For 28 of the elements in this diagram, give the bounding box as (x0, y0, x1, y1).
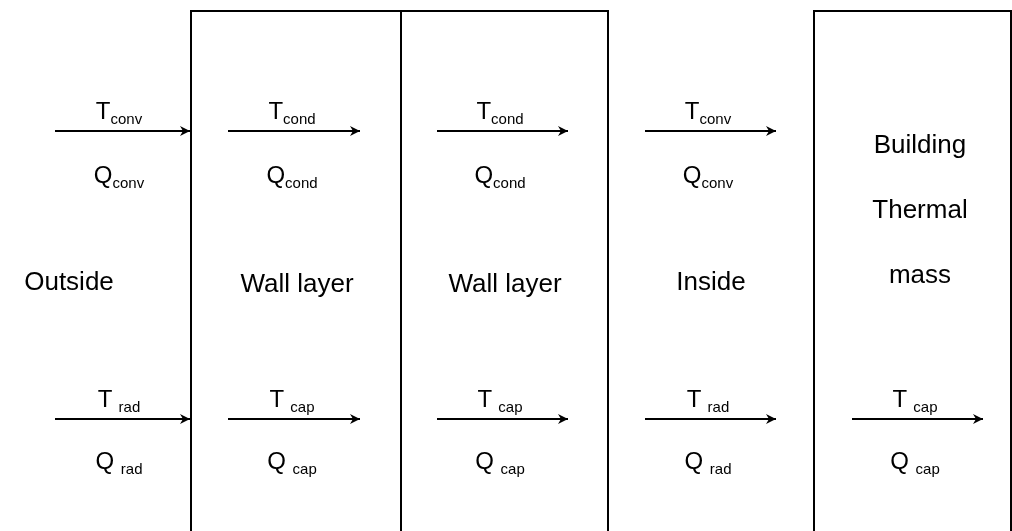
region-label: Wall layer (240, 267, 354, 299)
flow-variable-label: Q $_{cap}$ (475, 446, 525, 478)
layer-box (813, 10, 1012, 531)
flow-variable-label: T $_{cap}$ (477, 384, 523, 416)
region-label: Outside (24, 265, 114, 297)
flow-variable-label: Q$_{conv}$ (682, 160, 734, 192)
layer-box (400, 10, 609, 531)
layer-box (190, 10, 402, 531)
arrow (54, 126, 191, 136)
flow-variable-label: Q $_{cap}$ (267, 446, 317, 478)
flow-variable-label: T$_{conv}$ (95, 96, 143, 128)
region-label: Inside (676, 265, 746, 297)
region-label: Wall layer (448, 267, 562, 299)
flow-variable-label: Q$_{conv}$ (93, 160, 145, 192)
flow-variable-label: T $_{rad}$ (97, 384, 141, 416)
flow-variable-label: Q$_{cond}$ (474, 160, 526, 192)
flow-variable-label: T$_{cond}$ (268, 96, 316, 128)
flow-variable-label: Q$_{cond}$ (266, 160, 318, 192)
flow-variable-label: Q $_{rad}$ (684, 446, 732, 478)
region-label: Building Thermal mass (871, 128, 969, 291)
arrow (54, 414, 191, 424)
flow-variable-label: T $_{rad}$ (686, 384, 730, 416)
flow-variable-label: T $_{cap}$ (892, 384, 938, 416)
flow-variable-label: T $_{cap}$ (269, 384, 315, 416)
flow-variable-label: Q $_{rad}$ (95, 446, 143, 478)
flow-variable-label: T$_{cond}$ (476, 96, 524, 128)
flow-variable-label: Q $_{cap}$ (890, 446, 940, 478)
flow-variable-label: T$_{conv}$ (684, 96, 732, 128)
